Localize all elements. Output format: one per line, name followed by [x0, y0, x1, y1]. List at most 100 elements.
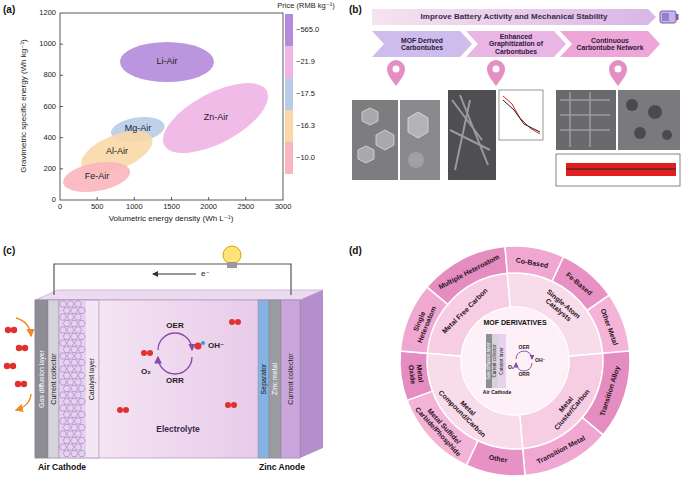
- ellipse-region-shape: [61, 157, 133, 196]
- tick-label: 1000: [126, 203, 143, 211]
- electrolyte-fill: [99, 300, 258, 458]
- colorbar-swatch: [285, 142, 293, 174]
- tick-label: 0: [52, 196, 56, 204]
- label-text: ORR: [166, 377, 184, 386]
- label-text: Air Cathode: [38, 463, 86, 472]
- layer-strip: Zinc metal: [269, 300, 281, 458]
- battery-icon: [662, 13, 669, 21]
- node-text: Al-Air: [106, 147, 128, 157]
- light-bulb: [227, 262, 237, 268]
- panel-letter: (a): [3, 4, 15, 15]
- ellipse-region: Fe-Air: [63, 162, 130, 192]
- label-text: ORR: [518, 372, 529, 378]
- legend-text: ~10.0: [296, 154, 315, 162]
- tick-label: 2000: [200, 203, 217, 211]
- light-bulb: [223, 246, 241, 264]
- sem-image-network: [634, 127, 646, 139]
- plot-frame: [60, 13, 283, 200]
- colorbar-swatch: [285, 110, 293, 142]
- cell-top-face: [35, 290, 323, 300]
- oer-orr-cycle: [158, 333, 192, 374]
- external-wire: [54, 264, 291, 295]
- ellipse-region-shape: [153, 69, 279, 168]
- external-wire: [54, 264, 291, 295]
- layer-strip: Catalyst layer: [59, 300, 99, 458]
- oxygen-molecules: [231, 402, 237, 408]
- oxygen-molecules: [147, 350, 153, 356]
- sem-image-mof: [400, 100, 440, 180]
- node-text: Separator: [260, 364, 268, 395]
- layer-strip-shape: [35, 300, 48, 458]
- ring-segment-shape: [407, 391, 478, 465]
- label-text: OER: [519, 345, 530, 351]
- layer-strip-shape: [258, 300, 269, 458]
- node-text: Zn-Air: [204, 113, 229, 123]
- pin-dot: [493, 66, 500, 73]
- label-text: Catalyst layer: [500, 347, 505, 374]
- ring-segment-shape: [400, 351, 432, 400]
- oxygen-molecules: [229, 319, 235, 325]
- sem-image-network: [648, 105, 662, 119]
- label-text: OH⁻: [208, 342, 224, 351]
- cell-top-face: [35, 290, 323, 300]
- ellipse-region: Li-Air: [120, 42, 214, 82]
- layer-strip-shape: [269, 300, 281, 458]
- sem-image-tubes: [503, 96, 540, 134]
- ring-segment-shape: [582, 351, 630, 435]
- oer-orr-cycle: [158, 333, 192, 350]
- ring-segment-shape: [427, 246, 507, 304]
- chevron-step-shape: [372, 31, 472, 57]
- legend-text: ~16.3: [296, 122, 315, 130]
- pin-dot: [393, 66, 622, 73]
- battery-icon: [660, 11, 676, 23]
- oxygen-molecules: [195, 343, 202, 350]
- chevron-step: Enhanced Graphitization of Carbontubes: [466, 31, 566, 57]
- sem-image-tubes: [503, 100, 540, 132]
- cell-side-face: [300, 290, 323, 458]
- label-text: Current collector: [493, 344, 498, 377]
- label-text: Volumetric energy density (Wh L⁻¹): [109, 215, 234, 224]
- sem-image-mof: [352, 100, 398, 180]
- layer-strip-shape: [281, 300, 300, 458]
- ring-segment-shape: [400, 246, 630, 476]
- legend-text: ~21.9: [296, 58, 315, 66]
- chevron-step: MOF Derived Carbontubes: [372, 31, 472, 57]
- ring-backdrop: [399, 245, 631, 477]
- label-text: Gravimetric specific energy (Wh kg⁻¹): [20, 39, 29, 173]
- sem-image-mof: [352, 100, 440, 180]
- cell-side-face: [300, 290, 323, 458]
- label-text: Gas diffusion layer: [487, 342, 492, 379]
- sem-image-tubes: [448, 90, 496, 180]
- tick-label: 500: [91, 203, 104, 211]
- sem-image-network: [556, 154, 680, 186]
- electron-arrow: [153, 274, 196, 275]
- mini-cell: [492, 334, 498, 388]
- node-text: Improve Battery Activity and Mechanical …: [421, 13, 608, 22]
- colorbar-swatch: [285, 78, 293, 110]
- tick-label: 0: [58, 203, 62, 211]
- electron-arrow: [153, 274, 196, 275]
- colorbar-swatch: [285, 46, 293, 78]
- ring-segment: Metal Sulfide/ Carbide/Phosphide: [400, 246, 630, 476]
- ring-segment: Metal Oxide: [400, 246, 630, 476]
- layer-strip: Separator: [258, 300, 269, 458]
- sem-image-network: [560, 92, 610, 147]
- panel-letter: (c): [3, 245, 15, 256]
- sem-image-mof: [408, 152, 424, 168]
- oxygen-molecules: [10, 363, 16, 369]
- node-text: Current collector: [50, 353, 58, 404]
- oxygen-molecules: [22, 345, 28, 351]
- node-text: Gas diffusion layer: [38, 350, 46, 408]
- node-text: Fe-Air: [85, 172, 110, 182]
- tick-label: 1200: [39, 9, 56, 17]
- cell-outline: [35, 300, 300, 458]
- label-text: OH⁻: [535, 358, 545, 364]
- legend-text: ~17.5: [296, 90, 315, 98]
- cell-outline: [35, 300, 300, 458]
- tick-label: 600: [43, 102, 56, 110]
- sem-image-tubes: [448, 90, 543, 180]
- ellipse-region: Zn-Air: [163, 83, 268, 153]
- battery-icon: [676, 14, 679, 20]
- oxygen-molecules: [235, 319, 241, 325]
